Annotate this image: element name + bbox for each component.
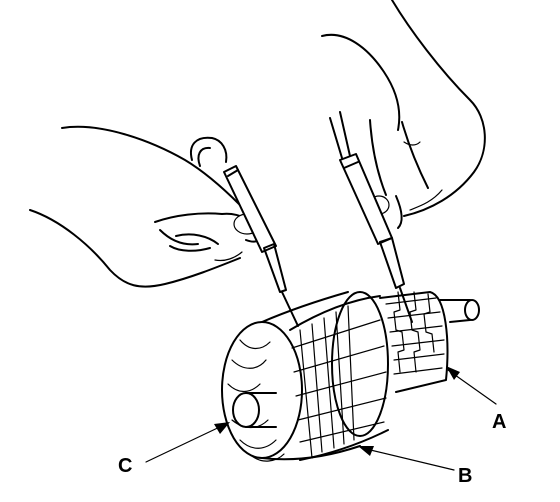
left-hand (29, 125, 264, 288)
armature (221, 291, 480, 462)
right-test-probe (329, 111, 413, 323)
callout-c-label: C (118, 455, 132, 477)
callout-b-label: B (458, 465, 472, 487)
callout-c: C (118, 422, 230, 477)
callout-a: A (446, 366, 506, 433)
callout-a-label: A (492, 411, 506, 433)
callout-b: B (358, 446, 472, 487)
left-test-probe (190, 136, 299, 327)
right-hand (321, 0, 486, 229)
